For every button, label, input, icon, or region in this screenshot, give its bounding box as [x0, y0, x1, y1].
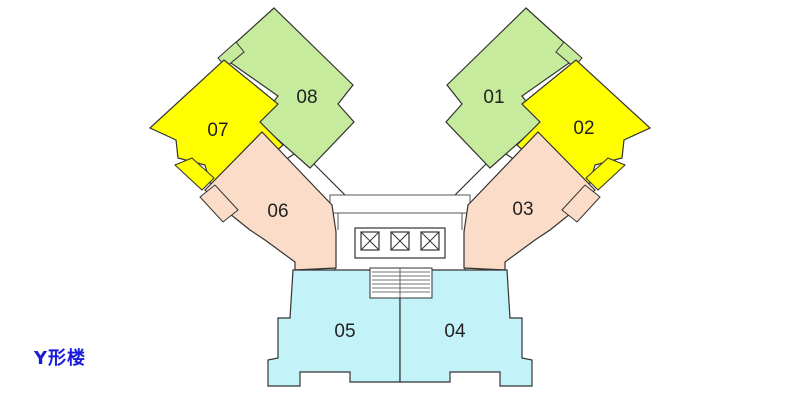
unit-07-bay	[174, 157, 215, 191]
elevator-icon	[360, 231, 380, 251]
elevator-icon	[390, 231, 410, 251]
unit-label-01: 01	[483, 87, 504, 108]
unit-04-area	[399, 269, 533, 387]
staircase-icon	[369, 267, 433, 299]
core-corridor-top	[329, 194, 471, 214]
unit-label-07: 07	[207, 120, 228, 141]
unit-label-08: 08	[296, 87, 317, 108]
unit-02-bay	[585, 157, 626, 191]
unit-label-03: 03	[512, 199, 533, 220]
unit-label-06: 06	[267, 201, 288, 222]
plan-caption: Y形楼	[34, 348, 87, 369]
unit-label-04: 04	[444, 321, 466, 342]
unit-03-bay	[561, 184, 601, 223]
elevator-icon	[420, 231, 440, 251]
unit-06-bay	[199, 184, 239, 223]
unit-label-05: 05	[334, 321, 355, 342]
unit-label-02: 02	[573, 118, 594, 139]
